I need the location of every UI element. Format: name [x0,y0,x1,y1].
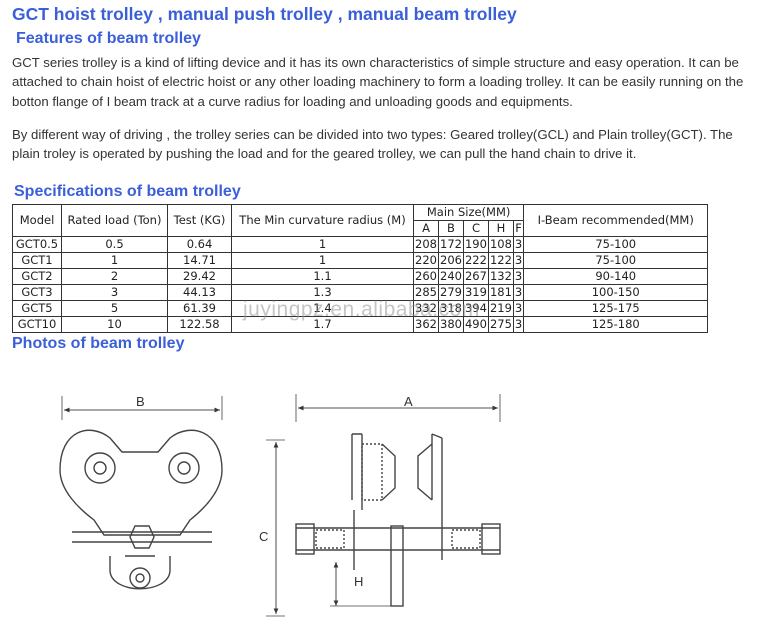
cell-load: 2 [61,268,168,285]
dim-label-c: C [259,529,268,544]
cell-radius: 1 [231,236,414,253]
header-h: H [487,220,514,237]
cell-model: GCT10 [12,316,62,333]
header-ibeam: I-Beam recommended(MM) [523,204,709,237]
cell-b: 380 [438,316,464,333]
table-row: GCT0.5 0.5 0.64 1 208 172 190 108 3 75-1… [12,236,709,253]
cell-f: 3 [512,268,525,285]
header-model: Model [12,204,62,237]
table-row: GCT2 2 29.42 1.1 260 240 267 132 3 90-14… [12,268,709,285]
header-a: A [413,220,439,237]
cell-radius: 1 [231,252,414,269]
header-test: Test (KG) [167,204,232,237]
cell-f: 3 [512,300,525,317]
specs-heading: Specifications of beam trolley [14,183,241,200]
cell-a: 362 [413,316,439,333]
page-title: GCT hoist trolley , manual push trolley … [12,4,517,24]
cell-radius: 1.7 [231,316,414,333]
cell-test: 61.39 [167,300,232,317]
cell-test: 0.64 [167,236,232,253]
cell-model: GCT3 [12,284,62,301]
cell-h: 108 [487,236,514,253]
cell-load: 0.5 [61,236,168,253]
cell-f: 3 [512,252,525,269]
header-rated-load: Rated load (Ton) [61,204,168,237]
header-main-size: Main Size(MM) [412,204,525,221]
cell-f: 3 [512,316,525,333]
cell-model: GCT1 [12,252,62,269]
cell-ibeam: 90-140 [523,268,709,285]
cell-model: GCT5 [12,300,62,317]
cell-load: 3 [61,284,168,301]
features-paragraph-2: By different way of driving , the trolle… [12,127,733,162]
cell-test: 44.13 [167,284,232,301]
cell-load: 1 [61,252,168,269]
dim-label-h: H [354,574,363,589]
cell-a: 260 [413,268,439,285]
cell-h: 275 [487,316,514,333]
header-b: B [438,220,464,237]
cell-b: 240 [438,268,464,285]
header-c: C [462,220,489,237]
cell-load: 10 [61,316,168,333]
cell-b: 206 [438,252,464,269]
dim-label-b: B [136,394,145,409]
front-view [59,396,223,590]
side-view [266,394,501,617]
cell-ibeam: 75-100 [523,252,709,269]
cell-ibeam: 125-180 [523,316,709,333]
cell-a: 208 [413,236,439,253]
cell-ibeam: 125-175 [523,300,709,317]
cell-ibeam: 75-100 [523,236,709,253]
dim-label-a: A [404,394,413,409]
cell-h: 132 [487,268,514,285]
cell-load: 5 [61,300,168,317]
cell-h: 122 [487,252,514,269]
table-row: GCT1 1 14.71 1 220 206 222 122 3 75-100 [12,252,709,269]
cell-radius: 1.1 [231,268,414,285]
header-f: F [512,220,525,237]
cell-c: 490 [462,316,489,333]
features-heading: Features of beam trolley [16,30,201,47]
cell-h: 181 [487,284,514,301]
spec-table: Model Rated load (Ton) Test (KG) The Min… [12,204,709,333]
cell-c: 222 [462,252,489,269]
cell-h: 219 [487,300,514,317]
watermark: juyingpz.en.alibaba.com [243,298,480,321]
table-row: GCT5 5 61.39 1.4 332 318 394 219 3 125-1… [12,300,709,317]
table-row: GCT10 10 122.58 1.7 362 380 490 275 3 12… [12,316,709,333]
cell-test: 122.58 [167,316,232,333]
cell-test: 14.71 [167,252,232,269]
cell-c: 267 [462,268,489,285]
cell-c: 190 [462,236,489,253]
photos-heading: Photos of beam trolley [12,335,185,352]
cell-a: 285 [413,284,439,301]
cell-a: 220 [413,252,439,269]
cell-test: 29.42 [167,268,232,285]
header-min-radius: The Min curvature radius (M) [231,204,414,237]
cell-ibeam: 100-150 [523,284,709,301]
cell-model: GCT2 [12,268,62,285]
trolley-technical-drawing: B A C H [59,394,501,617]
cell-f: 3 [512,284,525,301]
cell-c: 319 [462,284,489,301]
cell-model: GCT0.5 [12,236,62,253]
cell-b: 172 [438,236,464,253]
features-paragraph-1: GCT series trolley is a kind of lifting … [12,55,744,109]
cell-f: 3 [512,236,525,253]
